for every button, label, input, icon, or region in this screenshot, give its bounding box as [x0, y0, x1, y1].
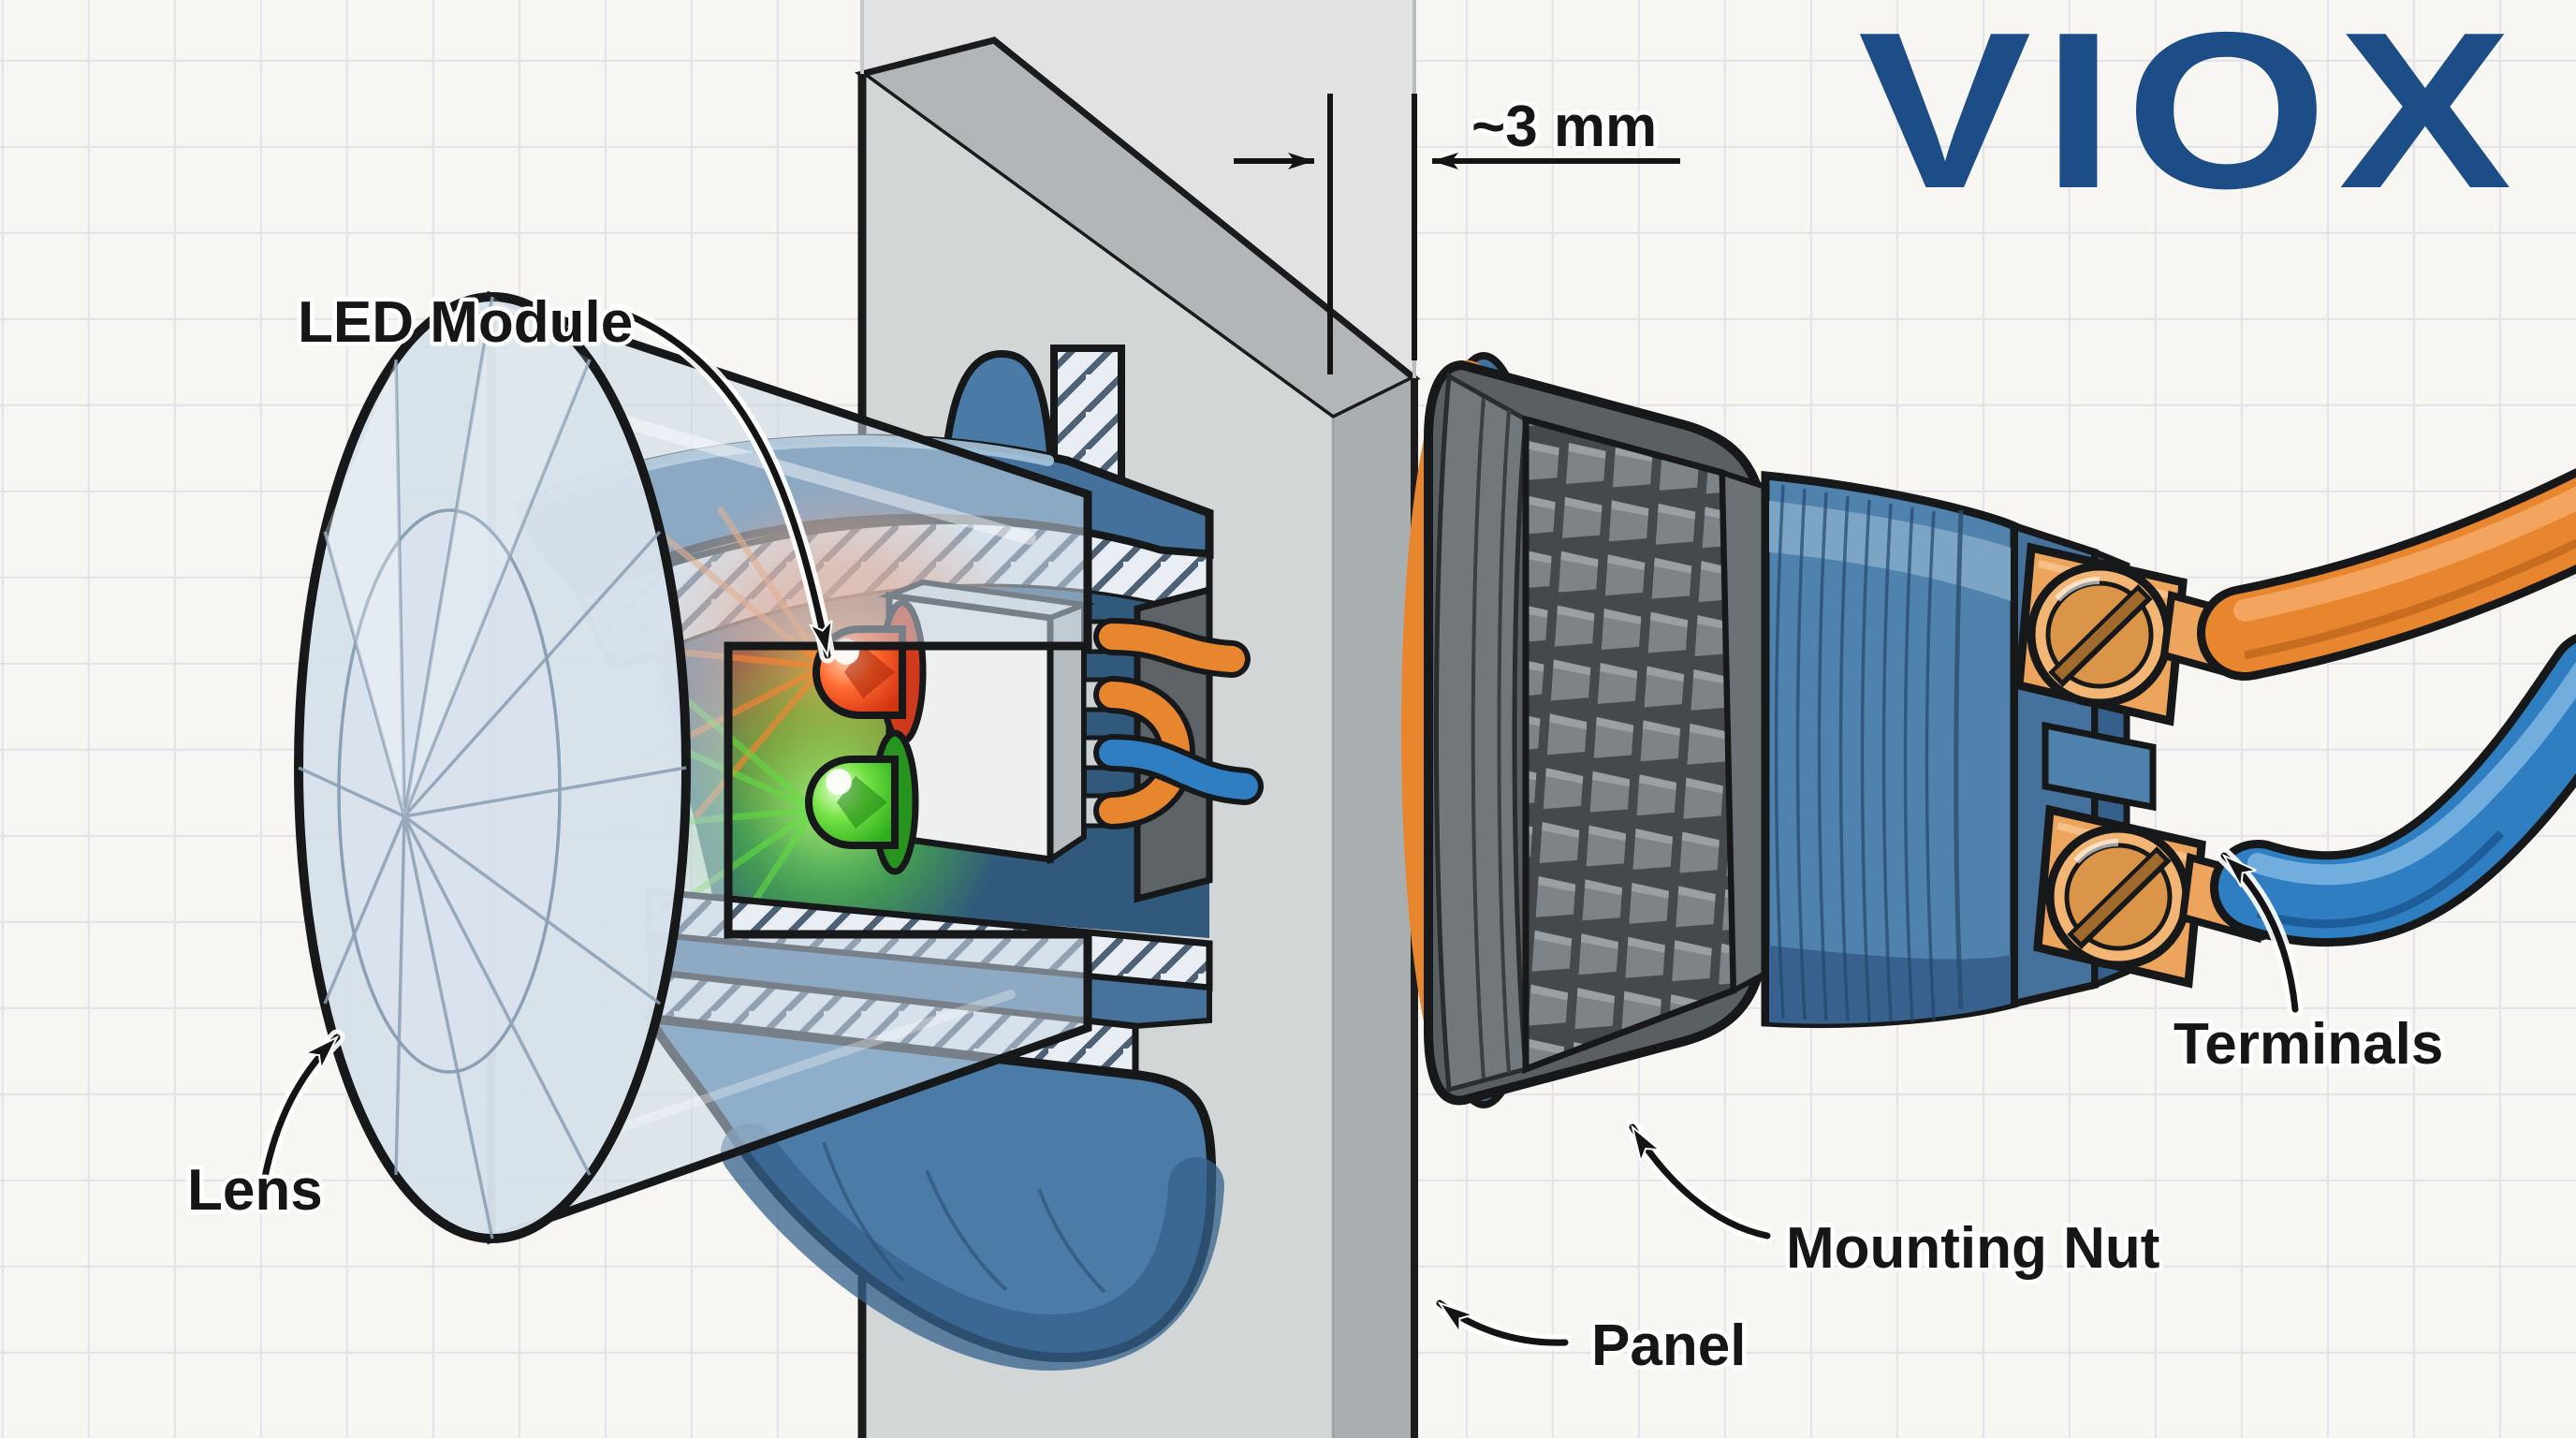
thread-lines: [1774, 484, 1936, 1022]
blue-wire: [2210, 634, 2576, 947]
callout-panel: Panel: [1431, 1295, 1750, 1383]
label-terminals: Terminals: [2174, 1012, 2443, 1077]
terminal-screw-lower-slot: [2072, 852, 2165, 943]
mounting-nut-knurl: [1522, 415, 1737, 1075]
terminal-divider-tab: [2042, 721, 2157, 812]
panel-edge-face: [1333, 378, 1414, 1438]
callout-mounting-nut: Mounting Nut: [1624, 1119, 2164, 1285]
leader-lens: [260, 1034, 341, 1185]
dimension-callout: ~3 mm: [1234, 91, 1680, 374]
lens-highlight-wedge-2: [404, 297, 590, 816]
terminal-screw-upper-slot: [2054, 590, 2146, 681]
internal-blue-wire: [1099, 740, 1258, 800]
leader-panel: [1436, 1299, 1569, 1346]
leader-led-module: [614, 307, 827, 659]
callouts: LED Module Lens Terminals Mounting Nut P…: [183, 286, 2448, 1383]
label-panel: Panel: [1591, 1313, 1746, 1378]
callout-terminals: Terminals: [2170, 847, 2448, 1081]
orange-wire: [2197, 468, 2576, 681]
blue-wire-highlight: [2247, 661, 2576, 886]
terminal-lower: [2033, 804, 2277, 989]
label-led-module: LED Module: [298, 290, 633, 355]
blue-wire-shade: [2256, 829, 2505, 929]
body-seam: [1954, 509, 1964, 1010]
green-led-highlight: [826, 769, 852, 795]
orange-wire-highlight: [2233, 486, 2576, 622]
front-flange-contours: [822, 1141, 1106, 1294]
green-led: [805, 729, 919, 875]
switch-body: [1761, 471, 2019, 1029]
mounting-nut: [1424, 360, 1770, 1106]
orange-wire-body: [2205, 477, 2576, 672]
red-led-chip: [844, 646, 895, 698]
dimension-label: ~3 mm: [1471, 95, 1657, 159]
lens-facets: [298, 296, 687, 1240]
brand-logo: VIOX: [1858, 0, 2523, 235]
blue-wire-body: [2218, 643, 2576, 939]
orange-wire-shade: [2244, 538, 2576, 660]
label-lens: Lens: [187, 1158, 323, 1223]
callout-led-module: LED Module: [294, 286, 836, 664]
mounting-nut-chamfer: [1434, 372, 1529, 1093]
terminal-screw-lower-highlight: [2073, 838, 2119, 864]
indicator-head: [294, 290, 1264, 1372]
terminal-screw-upper-highlight: [2055, 576, 2100, 602]
mounting-nut-chamfer-lines: [1471, 397, 1511, 1079]
callout-lens: Lens: [183, 1029, 345, 1227]
leader-mounting-nut: [1629, 1123, 1771, 1240]
internal-wiring: [1093, 618, 1264, 829]
rear-assembly: [1401, 352, 2576, 1108]
front-flange-shade: [721, 1123, 1224, 1372]
label-mounting-nut: Mounting Nut: [1786, 1216, 2159, 1281]
leader-terminals: [2220, 852, 2299, 1013]
green-led-chip: [837, 776, 887, 829]
lens-front: [294, 292, 691, 1243]
internal-orange-wire-1: [1099, 624, 1245, 672]
lens-highlight-wedge: [325, 360, 404, 816]
